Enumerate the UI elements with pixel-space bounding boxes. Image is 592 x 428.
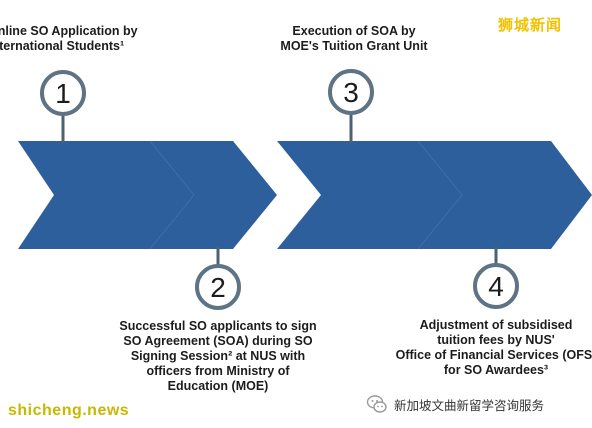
step-3-description: Execution of SOA by MOE's Tuition Grant … — [262, 24, 446, 54]
step-badge-2: 2 — [195, 264, 241, 310]
step-number-1: 1 — [55, 78, 71, 109]
wechat-icon — [366, 395, 387, 413]
step-number-3: 3 — [343, 77, 359, 108]
step-2-line-3: Signing Session² at NUS with — [130, 349, 306, 363]
step-4-line-2: tuition fees by NUS' — [437, 333, 555, 347]
step-1-line-1: Online SO Application by — [0, 24, 138, 38]
wechat-account-badge: 新加坡文曲新留学咨询服务 — [366, 393, 544, 415]
step-4-line-1: Adjustment of subsidised — [419, 318, 573, 332]
step-2-description: Successful SO applicants to sign SO Agre… — [104, 319, 332, 394]
step-badge-1: 1 — [40, 70, 86, 116]
step-2-line-5: Education (MOE) — [167, 379, 269, 393]
step-2-line-2: SO Agreement (SOA) during SO — [123, 334, 313, 348]
step-badge-4: 4 — [473, 263, 519, 309]
step-4-line-4: for SO Awardees³ — [443, 363, 549, 377]
step-3-line-1: Execution of SOA by — [292, 24, 416, 38]
step-2-line-1: Successful SO applicants to sign — [119, 319, 317, 333]
wechat-account-name: 新加坡文曲新留学咨询服务 — [394, 398, 545, 413]
step-3-line-2: MOE's Tuition Grant Unit — [280, 39, 428, 53]
step-number-4: 4 — [488, 271, 504, 302]
step-4-line-3: Office of Financial Services (OFS) — [395, 348, 592, 362]
chevron-arrow-1 — [18, 141, 194, 249]
chevron-arrow-4 — [418, 141, 592, 249]
chevron-arrow-2 — [150, 141, 277, 249]
watermark-bottom-left: shicheng.news — [8, 402, 130, 419]
chevron-arrow-3 — [277, 141, 462, 249]
step-number-2: 2 — [210, 272, 226, 303]
step-1-description: Online SO Application by International S… — [0, 24, 164, 54]
step-1-line-2: International Students¹ — [0, 39, 125, 53]
step-2-line-4: officers from Ministry of — [146, 364, 290, 378]
watermark-top-right: 狮城新闻 — [498, 17, 563, 34]
step-badge-3: 3 — [328, 69, 374, 115]
step-4-description: Adjustment of subsidised tuition fees by… — [388, 318, 592, 378]
